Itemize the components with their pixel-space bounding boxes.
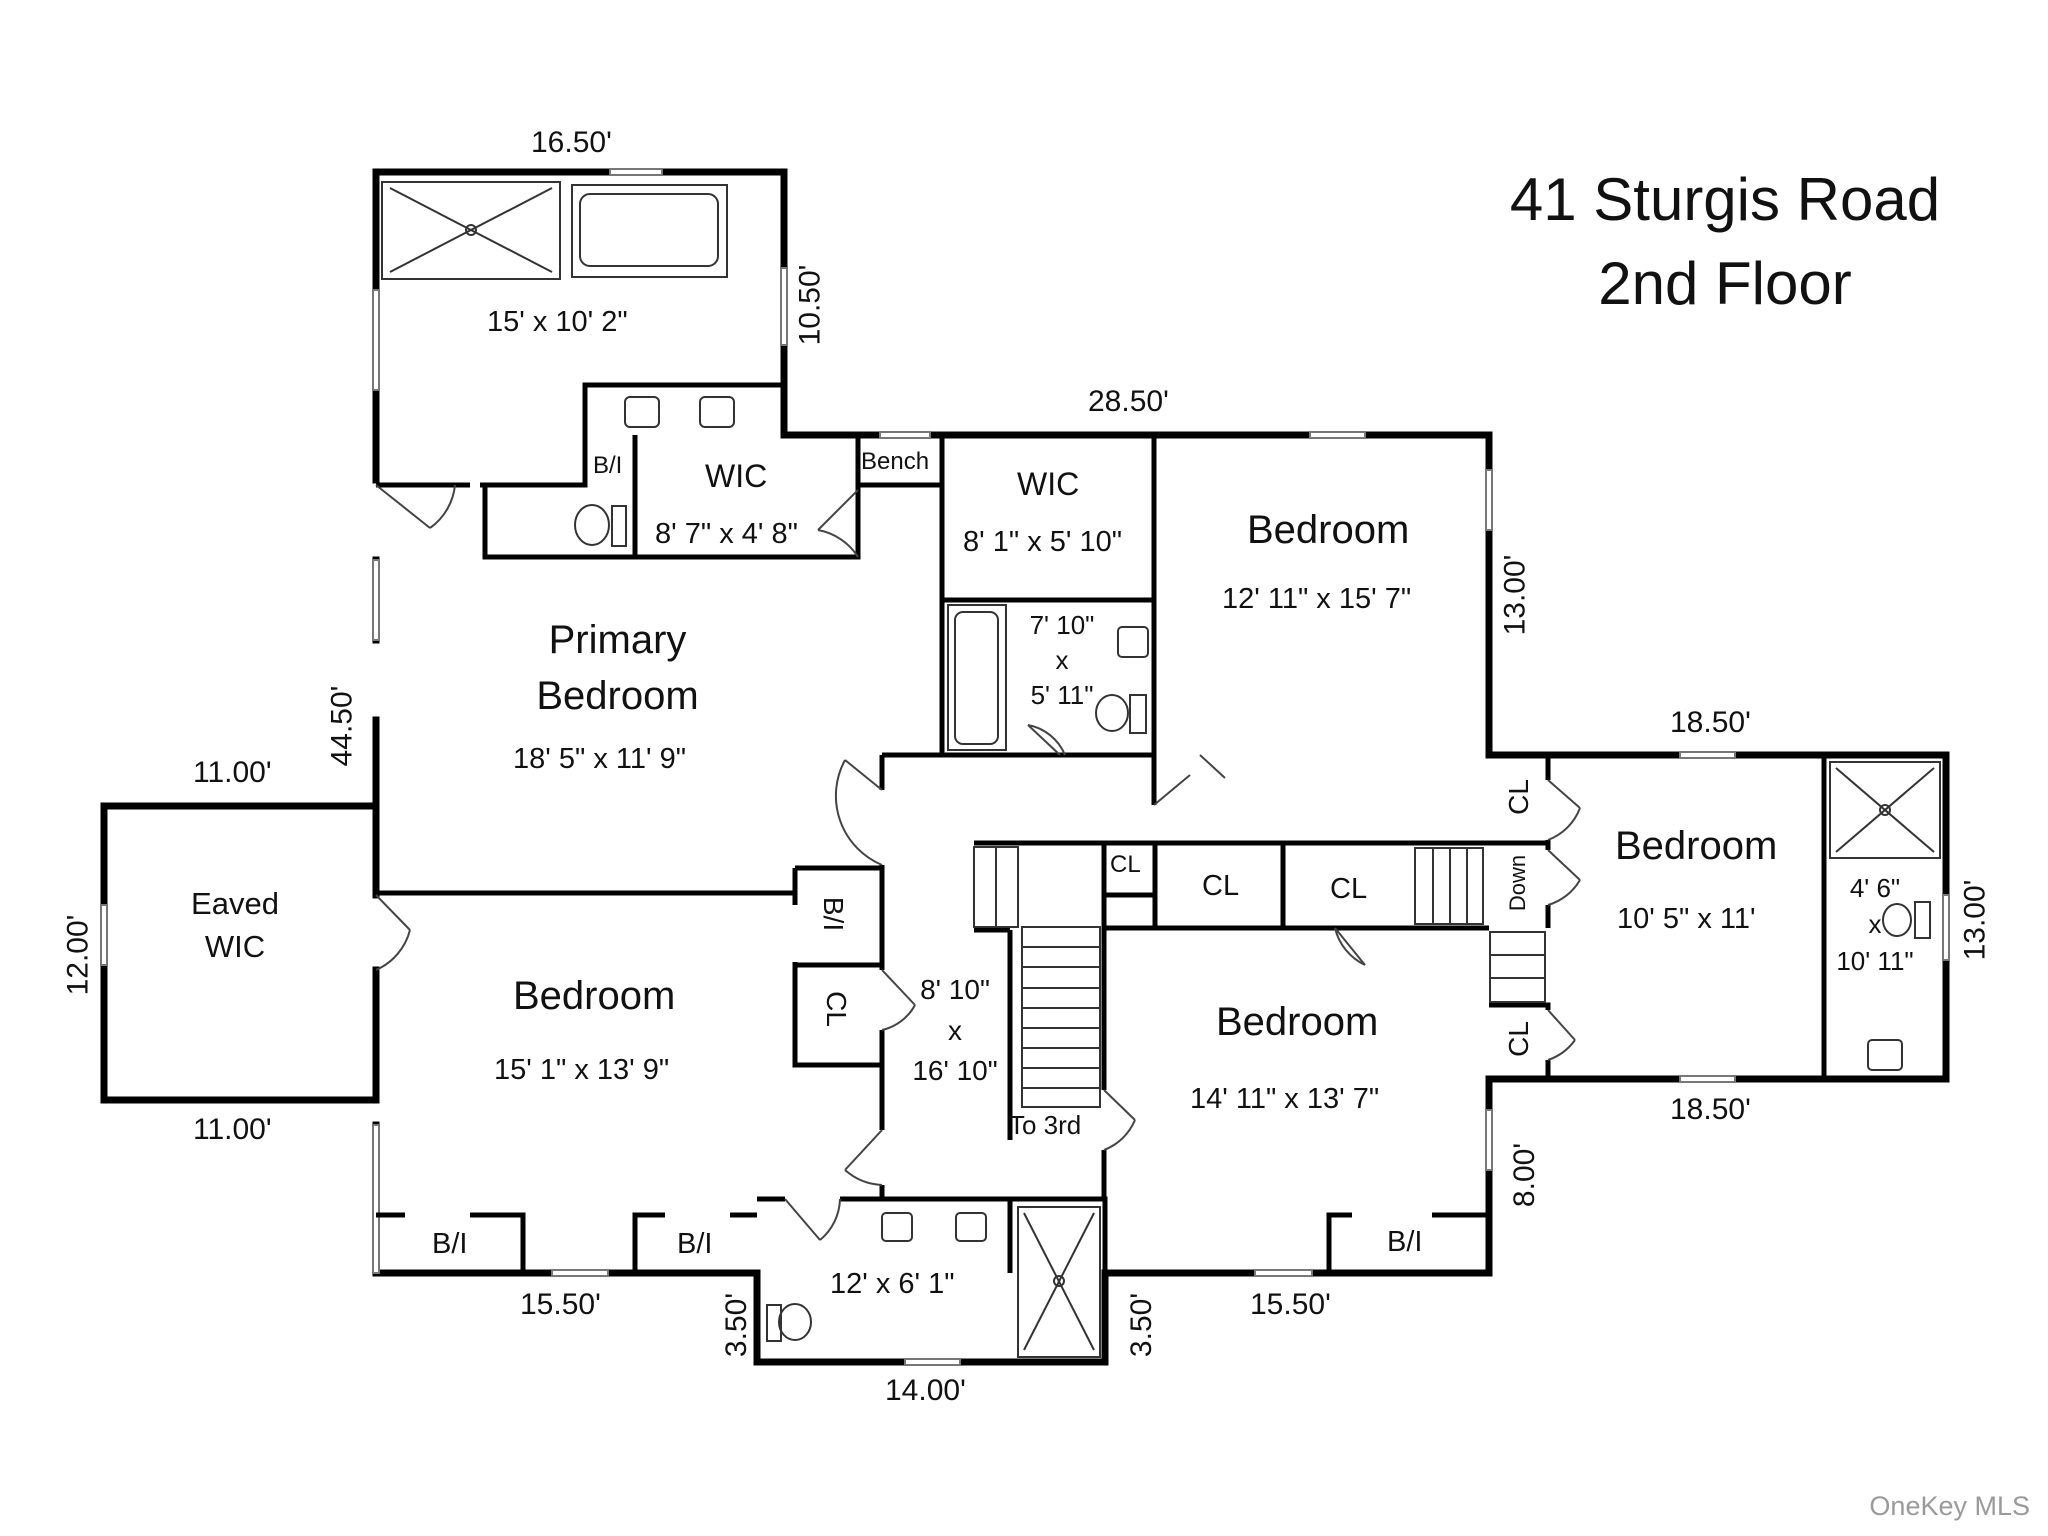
bedroom-se-dims: 14' 11" x 13' 7" bbox=[1190, 1083, 1380, 1115]
primary-bedroom-label: Primary Bedroom bbox=[510, 612, 725, 724]
bi-sw-1-label: B/I bbox=[432, 1228, 468, 1260]
primary-bedroom-line2: Bedroom bbox=[536, 674, 699, 718]
wic-primary-dims: 8' 7" x 4' 8" bbox=[655, 518, 798, 550]
plan-title: 41 Sturgis Road 2nd Floor bbox=[1450, 158, 2000, 326]
stairs-down-label: Down bbox=[1505, 854, 1531, 912]
cl-small-label: CL bbox=[1110, 851, 1141, 878]
wic-hall-label: WIC bbox=[1017, 466, 1080, 502]
fixtures bbox=[381, 181, 1941, 1358]
dim-east-right: 13.00' bbox=[1958, 879, 1992, 961]
bi-hall-label: B/I bbox=[818, 896, 850, 932]
bi-small-label: B/I bbox=[593, 452, 623, 479]
bath-e-dims-line2: 10' 11" bbox=[1836, 945, 1914, 976]
primary-bedroom-dims: 18' 5" x 11' 9" bbox=[513, 743, 687, 775]
dim-top-bath-height: 10.50' bbox=[793, 264, 827, 346]
cl-mid1-label: CL bbox=[1202, 870, 1240, 902]
bath-e-dims-x: x bbox=[1868, 909, 1882, 940]
dim-eaved-left: 12.00' bbox=[61, 914, 95, 996]
exterior-walls bbox=[100, 168, 1950, 1366]
eaved-wic-label: Eaved WIC bbox=[170, 882, 300, 969]
cl-east-bottom-label: CL bbox=[1502, 1021, 1534, 1057]
hall-bath-dims-line2: 5' 11" bbox=[1030, 680, 1094, 711]
stair-treads bbox=[1022, 946, 1100, 1089]
address-title: 41 Sturgis Road bbox=[1509, 166, 1941, 233]
bedroom-sw-label: Bedroom bbox=[513, 974, 676, 1018]
eaved-wic-line1: Eaved bbox=[191, 886, 279, 921]
doors bbox=[375, 484, 1581, 1241]
bench-label: Bench bbox=[861, 448, 930, 475]
bedroom-ne-label: Bedroom bbox=[1247, 508, 1410, 552]
dim-bottom-right: 15.50' bbox=[1250, 1288, 1331, 1321]
interior-walls bbox=[376, 382, 1827, 1273]
cl-mid2-label: CL bbox=[1330, 873, 1368, 905]
dim-bath-s-bottom: 14.00' bbox=[885, 1374, 966, 1407]
hall-bath-dims-line1: 7' 10" bbox=[1029, 610, 1095, 640]
primary-bath-dims: 15' x 10' 2" bbox=[487, 306, 628, 338]
hall-dims-line1: 8' 10" bbox=[920, 974, 990, 1005]
windows bbox=[100, 168, 1950, 1366]
bath-e-dims: 4' 6" x 10' 11" bbox=[1830, 870, 1920, 979]
bath-e-dims-line1: 4' 6" bbox=[1849, 873, 1901, 903]
dim-eaved-top: 11.00' bbox=[193, 756, 272, 789]
dim-top-bath-width: 16.50' bbox=[531, 126, 612, 159]
eaved-wic-line2: WIC bbox=[204, 929, 266, 965]
floor-title: 2nd Floor bbox=[1598, 250, 1852, 317]
hall-bath-dims-x: x bbox=[1055, 645, 1069, 676]
bedroom-se-label: Bedroom bbox=[1216, 1000, 1379, 1044]
primary-bedroom-line1: Primary bbox=[548, 618, 687, 662]
bi-se-label: B/I bbox=[1387, 1226, 1423, 1258]
dim-eaved-bottom: 11.00' bbox=[193, 1113, 272, 1146]
hall-dims-x: x bbox=[948, 1014, 962, 1046]
dim-bath-s-left: 3.50' bbox=[720, 1292, 754, 1358]
hall-dims: 8' 10" x 16' 10" bbox=[895, 970, 1015, 1092]
bedroom-ne-dims: 12' 11" x 15' 7" bbox=[1222, 583, 1412, 615]
stairs-up-label: To 3rd bbox=[1009, 1110, 1082, 1140]
dim-right-lower: 8.00' bbox=[1508, 1142, 1542, 1208]
dim-left-main: 44.50' bbox=[325, 685, 359, 767]
wic-primary-label: WIC bbox=[705, 458, 768, 494]
dim-east-bottom: 18.50' bbox=[1670, 1093, 1751, 1126]
dim-bath-s-right: 3.50' bbox=[1125, 1292, 1159, 1358]
bi-sw-2-label: B/I bbox=[677, 1228, 713, 1260]
dim-top-main: 28.50' bbox=[1088, 385, 1169, 418]
cl-hall-label: CL bbox=[820, 991, 852, 1027]
bedroom-e-dims: 10' 5" x 11' bbox=[1617, 903, 1756, 935]
dim-bottom-left: 15.50' bbox=[520, 1288, 601, 1321]
dim-right-main: 13.00' bbox=[1498, 554, 1532, 636]
cl-east-top-label: CL bbox=[1502, 779, 1534, 815]
dim-east-top: 18.50' bbox=[1670, 706, 1751, 739]
bedroom-e-label: Bedroom bbox=[1615, 824, 1778, 868]
bath-s-dims: 12' x 6' 1" bbox=[830, 1268, 955, 1300]
bedroom-sw-dims: 15' 1" x 13' 9" bbox=[494, 1054, 670, 1086]
hall-dims-line2: 16' 10" bbox=[912, 1055, 998, 1087]
watermark: OneKey MLS bbox=[1869, 1491, 2030, 1521]
hall-bath-dims: 7' 10" x 5' 11" bbox=[1022, 608, 1102, 713]
wic-hall-dims: 8' 1" x 5' 10" bbox=[963, 526, 1123, 558]
